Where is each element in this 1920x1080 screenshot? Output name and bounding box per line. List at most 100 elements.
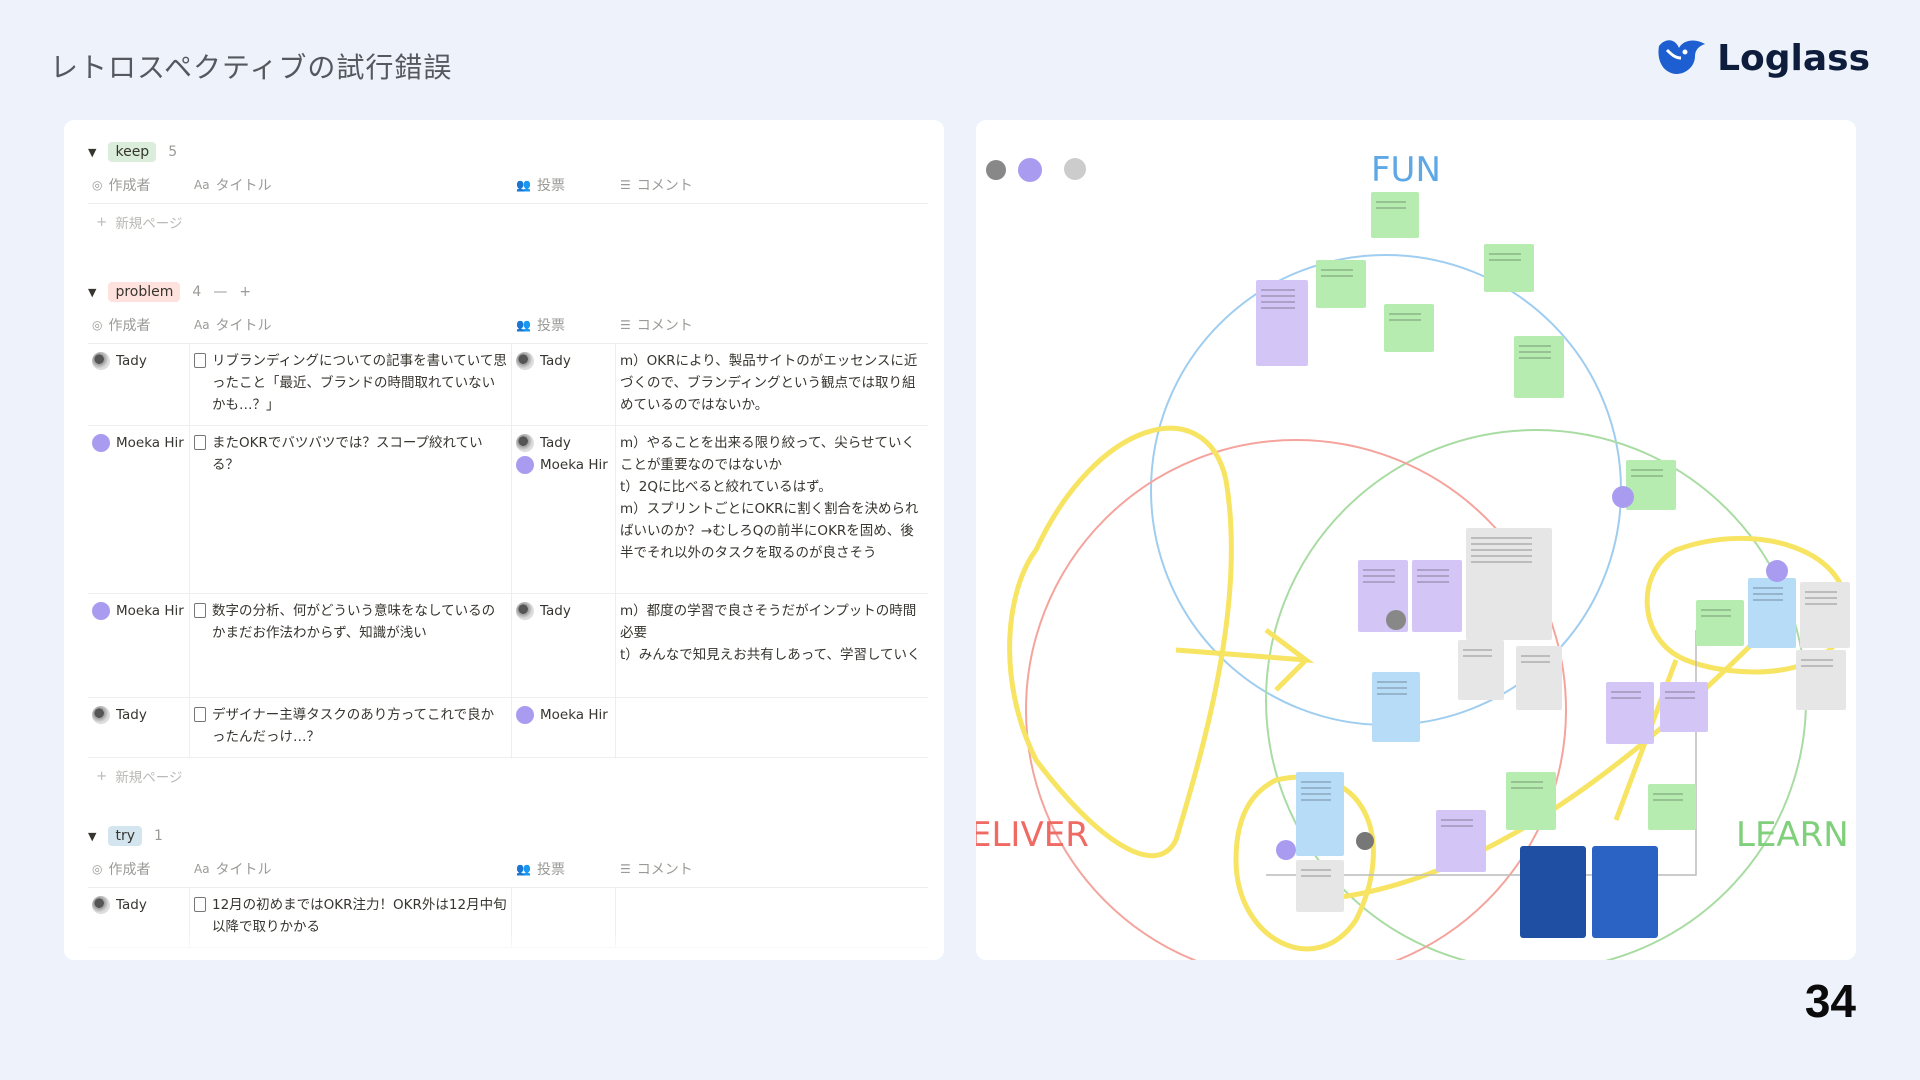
text-icon: Aa: [194, 861, 210, 876]
person-icon: ◎: [92, 317, 103, 332]
sticky-note[interactable]: [1384, 304, 1434, 352]
avatar: [516, 602, 534, 620]
row-title[interactable]: リブランディングについての記事を書いていて思ったこと「最近、ブランドの時間取れて…: [212, 353, 507, 413]
sticky-note[interactable]: [1412, 560, 1462, 632]
toggle-caret-icon[interactable]: ▼: [88, 145, 97, 159]
sticky-note[interactable]: [1256, 280, 1308, 366]
avatar[interactable]: [1612, 486, 1634, 508]
sticky-note[interactable]: [1506, 772, 1556, 830]
venn-diagram: [1007, 254, 1850, 960]
sticky-note[interactable]: [1626, 460, 1676, 510]
marker-stroke: [1007, 425, 1234, 859]
marker-stroke: [1233, 774, 1376, 952]
person-icon: ◎: [92, 861, 103, 876]
screenshot-thumbnail[interactable]: [1592, 846, 1658, 938]
table-row[interactable]: Tady リブランディングについての記事を書いていて思ったこと「最近、ブランドの…: [88, 344, 928, 426]
avatar: [516, 352, 534, 370]
row-title[interactable]: またOKRでバツバツでは？スコープ絞れている？: [212, 435, 483, 473]
new-page-button[interactable]: +新規ページ: [96, 768, 183, 786]
header-vote: 投票: [536, 177, 565, 194]
sticky-note[interactable]: [1371, 192, 1419, 238]
sticky-note[interactable]: [1458, 640, 1504, 700]
sticky-note[interactable]: [1296, 860, 1344, 912]
plus-icon: +: [96, 768, 108, 784]
sticky-note[interactable]: [1696, 600, 1744, 646]
retro-whiteboard: FUN LEARN ELIVER: [976, 120, 1856, 960]
sticky-note[interactable]: [1514, 336, 1564, 398]
new-page-button[interactable]: +新規ページ: [96, 214, 183, 232]
plus-icon[interactable]: +: [239, 284, 252, 300]
slide-title: レトロスペクティブの試行錯誤: [50, 51, 453, 84]
sticky-note[interactable]: [1660, 682, 1708, 732]
avatar: [92, 352, 110, 370]
avatar[interactable]: [986, 160, 1006, 180]
toggle-caret-icon[interactable]: ▼: [88, 285, 97, 299]
sticky-note[interactable]: [1372, 672, 1420, 742]
people-icon: 👥: [516, 177, 531, 192]
page-icon: [194, 603, 206, 618]
group-count: 1: [154, 828, 163, 844]
avatar: [516, 706, 534, 724]
sticky-note[interactable]: [1800, 582, 1850, 648]
header-author: 作成者: [108, 177, 151, 194]
row-comment: m）都度の学習で良さそうだがインプットの時間必要 t）みんなで知見えお共有しあっ…: [620, 603, 921, 663]
sticky-note[interactable]: [1606, 682, 1654, 744]
avatar: [92, 602, 110, 620]
screenshot-thumbnail[interactable]: [1520, 846, 1586, 938]
person-icon: ◎: [92, 177, 103, 192]
page-icon: [194, 435, 206, 450]
logo-text: Loglass: [1717, 37, 1870, 79]
avatar[interactable]: [1356, 832, 1374, 850]
avatar: [92, 434, 110, 452]
toggle-caret-icon[interactable]: ▼: [88, 829, 97, 843]
row-title[interactable]: デザイナー主導タスクのあり方ってこれで良かったんだっけ…？: [212, 707, 495, 745]
header-comment: コメント: [636, 177, 693, 194]
avatar[interactable]: [1766, 560, 1788, 582]
plus-icon: +: [96, 214, 108, 230]
group-tag: try: [108, 826, 142, 846]
deliver-label: ELIVER: [976, 815, 1089, 855]
row-title[interactable]: 数字の分析、何がどういう意味をなしているのかまだお作法わからず、知識が浅い: [212, 603, 496, 641]
sticky-note[interactable]: [1296, 772, 1344, 856]
sticky-note[interactable]: [1436, 810, 1486, 872]
avatar[interactable]: [1064, 158, 1086, 180]
bottom-fade: [64, 930, 944, 960]
fun-label: FUN: [1371, 150, 1441, 190]
avatar: [516, 434, 534, 452]
avatar[interactable]: [1386, 610, 1406, 630]
lines-icon: ☰: [620, 861, 631, 876]
page-icon: [194, 897, 206, 912]
sticky-note[interactable]: [1648, 784, 1696, 830]
table-row[interactable]: Moeka Hir またOKRでバツバツでは？スコープ絞れている？ Tady M…: [88, 426, 928, 594]
group-count: 4: [192, 284, 202, 300]
sticky-note[interactable]: [1466, 528, 1552, 640]
avatar[interactable]: [1276, 840, 1296, 860]
avatar[interactable]: [1018, 158, 1042, 182]
sticky-note[interactable]: [1316, 260, 1366, 308]
avatar: [516, 456, 534, 474]
page-number: 34: [1804, 975, 1856, 1027]
lines-icon: ☰: [620, 177, 631, 192]
avatar: [92, 706, 110, 724]
sticky-note[interactable]: [1484, 244, 1534, 292]
table-row[interactable]: Moeka Hir 数字の分析、何がどういう意味をなしているのかまだお作法わから…: [88, 594, 928, 698]
people-icon: 👥: [516, 317, 531, 332]
group-count: 5: [168, 144, 178, 160]
sticky-note[interactable]: [1748, 578, 1796, 648]
sticky-note[interactable]: [1516, 646, 1562, 710]
lines-icon: ☰: [620, 317, 631, 332]
header-title: タイトル: [215, 177, 272, 194]
more-icon[interactable]: —: [213, 284, 228, 300]
learn-label: LEARN: [1736, 815, 1849, 855]
page-icon: [194, 707, 206, 722]
sticky-note[interactable]: [1796, 650, 1846, 710]
table-row[interactable]: Tady デザイナー主導タスクのあり方ってこれで良かったんだっけ…？ Moeka…: [88, 698, 928, 758]
row-comment: m）OKRにより、製品サイトのがエッセンスに近づくので、ブランディングという観点…: [620, 353, 918, 413]
whale-logo-icon: [1658, 40, 1706, 75]
table-row[interactable]: Tady 12月の初めまではOKR注力！OKR外は12月中旬以降で取りかかる: [88, 888, 928, 948]
